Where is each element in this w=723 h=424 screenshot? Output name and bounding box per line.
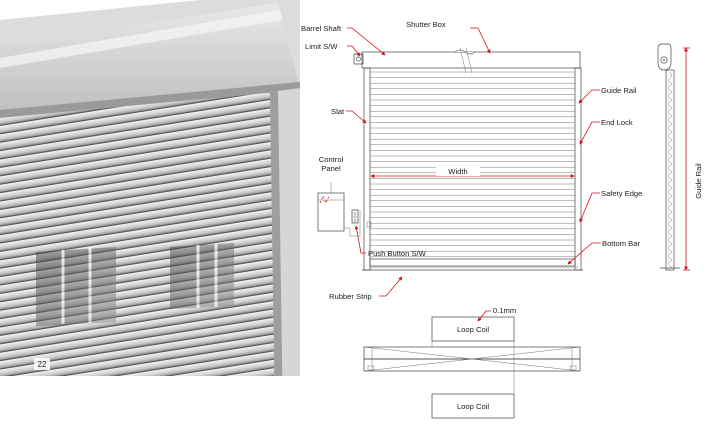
label-slat: Slat xyxy=(331,107,345,116)
rubber-strip xyxy=(369,265,579,269)
side-guide-rail xyxy=(665,69,675,271)
label-guide-rail-vertical: Guide Rail xyxy=(694,163,703,199)
callouts xyxy=(319,27,601,322)
label-loop-coil-bottom: Loop Coil xyxy=(457,402,489,411)
label-shutter-box: Shutter Box xyxy=(406,20,446,29)
plan-view xyxy=(363,316,581,419)
photo-slats xyxy=(0,90,300,424)
label-end-lock: End Lock xyxy=(601,118,633,127)
label-rubber-strip: Rubber Strip xyxy=(329,292,372,301)
photo-tag: 22 xyxy=(38,360,47,369)
labels: Shutter Box Barrel Shaft Limit S/W Slat … xyxy=(301,20,642,411)
label-guide-rail: Guide Rail xyxy=(601,86,637,95)
label-barrel-shaft: Barrel Shaft xyxy=(301,24,342,33)
loop-coil-bottom xyxy=(431,393,515,419)
shutter-box xyxy=(361,51,581,69)
bottom-bar xyxy=(369,258,576,267)
label-safety-edge: Safety Edge xyxy=(601,189,642,198)
label-loop-coil-top: Loop Coil xyxy=(457,325,489,334)
label-width: Width xyxy=(448,167,467,176)
limit-switch xyxy=(353,53,364,65)
shutter-photo: 22 xyxy=(0,0,300,424)
label-control-1: Control xyxy=(319,155,344,164)
label-thickness: 0.1mm xyxy=(493,306,516,315)
label-control-2: Panel xyxy=(321,164,341,173)
label-bottom-bar: Bottom Bar xyxy=(602,239,640,248)
label-limit-sw: Limit S/W xyxy=(305,42,338,51)
front-elevation xyxy=(317,47,583,271)
slat-lines xyxy=(370,71,575,258)
side-section: Guide Rail xyxy=(657,43,705,271)
push-button-switch xyxy=(351,209,359,224)
label-push-button: Push Button S/W xyxy=(368,249,427,258)
right-guide-rail xyxy=(574,67,582,271)
loop-coil-top xyxy=(431,316,515,342)
left-guide-rail xyxy=(363,67,371,271)
